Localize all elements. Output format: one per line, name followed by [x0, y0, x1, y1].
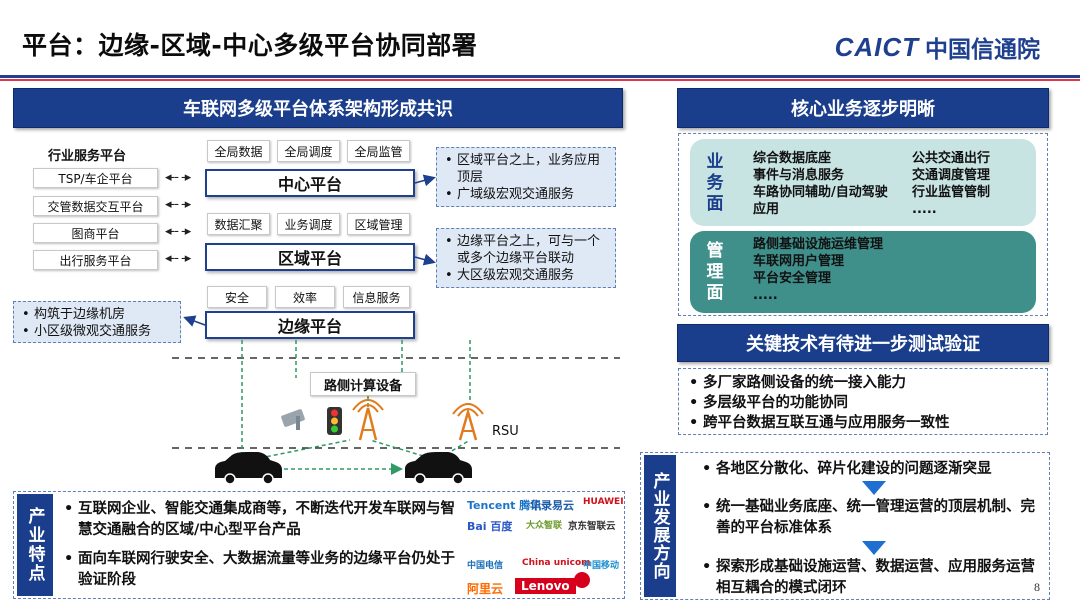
business-item: 车路协同辅助/自动驾驶应用 — [753, 185, 888, 217]
development-list: 探索形成基础设施运营、数据运营、应用服务运营相互耦合的模式闭环 — [700, 557, 1045, 599]
note-edge-platform: 构筑于边缘机房 小区级微观交通服务 — [13, 301, 181, 343]
management-item: 路侧基础设施运维管理 — [753, 237, 884, 252]
rsu-label: RSU — [492, 424, 519, 439]
business-item: 事件与消息服务 — [753, 168, 845, 183]
caict-logo: CAICT 中国信通院 — [835, 30, 1040, 64]
center-function-2: 全局监管 — [347, 140, 410, 162]
header-divider-blue — [0, 75, 1080, 78]
center-function-0: 全局数据 — [207, 140, 270, 162]
car-icon — [405, 452, 472, 485]
business-item: 行业监管管制 — [912, 185, 991, 200]
region-function-2: 区域管理 — [347, 213, 410, 235]
logo-latin: CAICT — [834, 31, 919, 62]
note-region-platform: 边缘平台之上，可与一个或多个边缘平台联动 大区级宏观交通服务 — [436, 228, 616, 288]
page-number: 8 — [1034, 580, 1040, 594]
brand-icon — [574, 572, 590, 588]
brand-baidu: Bai 百度 — [467, 520, 513, 533]
header-divider-red — [0, 79, 1080, 81]
industry-item-map: 图商平台 — [33, 223, 158, 243]
center-function-1: 全局调度 — [277, 140, 340, 162]
business-item: 公共交通出行 — [912, 151, 991, 166]
traffic-light-icon — [327, 407, 342, 435]
down-arrow-icon — [862, 541, 886, 555]
brand-lenovo: Lenovo — [515, 578, 576, 594]
business-plane-label: 业务面 — [702, 151, 723, 215]
development-item: 探索形成基础设施运营、数据运营、应用服务运营相互耦合的模式闭环 — [700, 557, 1045, 599]
management-plane-block — [690, 231, 1036, 313]
double-arrow-icon: ◂-- -▸ — [165, 251, 191, 266]
logo-chinese: 中国信通院 — [925, 37, 1040, 63]
brand-aliyun: 阿里云 — [467, 582, 504, 596]
roadside-compute-device: 路侧计算设备 — [310, 372, 416, 396]
edge-function-0: 安全 — [207, 286, 267, 308]
brand-china-unicom: China unicom — [522, 558, 591, 568]
right-banner-tech: 关键技术有待进一步测试验证 — [677, 324, 1049, 362]
region-function-1: 业务调度 — [277, 213, 340, 235]
industry-item-tsp: TSP/车企平台 — [33, 168, 158, 188]
note-item: 构筑于边缘机房 — [22, 306, 172, 323]
tech-item: 多厂家路侧设备的统一接入能力 — [689, 373, 1037, 393]
note-item: 边缘平台之上，可与一个或多个边缘平台联动 — [445, 233, 607, 267]
region-platform: 区域平台 — [205, 243, 415, 271]
brand-huawei: HUAWEI — [583, 497, 624, 507]
double-arrow-icon: ◂-- -▸ — [165, 170, 191, 185]
center-platform: 中心平台 — [205, 169, 415, 197]
note-center-platform: 区域平台之上，业务应用顶层 广域级宏观交通服务 — [436, 147, 616, 207]
industry-platform-title: 行业服务平台 — [48, 149, 127, 164]
industry-item: 互联网企业、智能交通集成商等，不断迭代开发车联网与智慧交通融合的区域/中心型平台… — [62, 499, 464, 541]
tech-item: 多层级平台的功能协同 — [689, 393, 1037, 413]
page-title: 平台：边缘-区域-中心多级平台协同部署 — [22, 31, 478, 60]
management-list: 路侧基础设施运维管理 车联网用户管理 平台安全管理 ..... — [753, 236, 953, 304]
brand-hualu: 华录易云 — [530, 499, 574, 512]
note-item: 大区级宏观交通服务 — [445, 267, 607, 284]
note-item: 广域级宏观交通服务 — [445, 186, 607, 203]
industry-item-traffic-data: 交管数据交互平台 — [33, 196, 158, 216]
business-col-2: 公共交通出行 交通调度管理 行业监管管制 ..... — [912, 150, 1032, 218]
industry-characteristics-list: 互联网企业、智能交通集成商等，不断迭代开发车联网与智慧交通融合的区域/中心型平台… — [62, 499, 464, 591]
tech-item: 跨平台数据互联互通与应用服务一致性 — [689, 413, 1037, 433]
rsu-tower-icon — [452, 403, 484, 441]
note-item: 区域平台之上，业务应用顶层 — [445, 152, 607, 186]
core-business-frame — [678, 133, 1048, 316]
industry-item: 面向车联网行驶安全、大数据流量等业务的边缘平台仍处于验证阶段 — [62, 549, 464, 591]
down-arrow-icon — [862, 481, 886, 495]
left-banner: 车联网多级平台体系架构形成共识 — [13, 88, 623, 128]
brand-jdcloud: 京东智联云 — [568, 521, 616, 532]
brand-china-mobile: 中国移动 — [583, 561, 620, 571]
car-icon — [215, 452, 282, 485]
double-arrow-icon: ◂-- -▸ — [165, 224, 191, 239]
management-item: ..... — [753, 288, 778, 303]
business-plane-block — [690, 139, 1036, 226]
business-item: 交通调度管理 — [912, 168, 991, 183]
edge-function-1: 效率 — [275, 286, 335, 308]
management-item: 车联网用户管理 — [753, 254, 845, 269]
note-item: 小区级微观交通服务 — [22, 323, 172, 340]
brand-tencent: Tencent 腾讯 — [467, 499, 542, 512]
business-item: ..... — [912, 202, 937, 217]
key-tech-box: 多厂家路侧设备的统一接入能力 多层级平台的功能协同 跨平台数据互联互通与应用服务… — [678, 368, 1048, 435]
industry-characteristics-label: 产业特点 — [17, 494, 53, 596]
region-function-0: 数据汇聚 — [207, 213, 270, 235]
management-plane-label: 管理面 — [702, 240, 723, 304]
edge-function-2: 信息服务 — [343, 286, 410, 308]
development-list: 各地区分散化、碎片化建设的问题逐渐突显 — [700, 459, 1045, 480]
antenna-tower-icon — [352, 399, 384, 441]
right-banner-core: 核心业务逐步明晰 — [677, 88, 1049, 128]
management-item: 平台安全管理 — [753, 271, 832, 286]
brand-dazhong: 大众智联 — [526, 521, 563, 531]
development-direction-box — [640, 452, 1050, 600]
development-direction-label: 产业发展方向 — [644, 455, 676, 597]
business-item: 综合数据底座 — [753, 151, 832, 166]
business-col-1: 综合数据底座 事件与消息服务 车路协同辅助/自动驾驶应用 — [753, 150, 893, 218]
brand-china-telecom: 中国电信 — [467, 561, 504, 571]
development-item: 各地区分散化、碎片化建设的问题逐渐突显 — [700, 459, 1045, 480]
edge-platform: 边缘平台 — [205, 311, 415, 339]
development-list: 统一基础业务底座、统一管理运营的顶层机制、完善的平台标准体系 — [700, 497, 1045, 539]
camera-icon — [281, 409, 305, 430]
industry-item-mobility: 出行服务平台 — [33, 250, 158, 270]
double-arrow-icon: ◂-- -▸ — [165, 197, 191, 212]
development-item: 统一基础业务底座、统一管理运营的顶层机制、完善的平台标准体系 — [700, 497, 1045, 539]
